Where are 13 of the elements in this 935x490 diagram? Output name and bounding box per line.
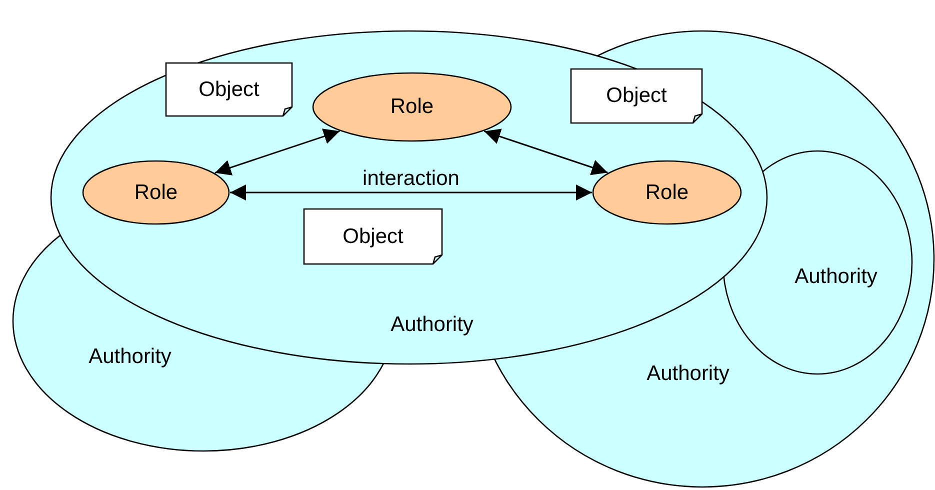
role-label: Role: [134, 180, 178, 204]
object-label: Object: [198, 78, 260, 102]
double-arrow: [214, 128, 340, 176]
role-label: Role: [645, 180, 689, 204]
object-label: Object: [342, 224, 404, 248]
authority-label: Authority: [88, 345, 172, 369]
double-arrow: [484, 128, 608, 176]
authority-label: Authority: [794, 265, 878, 289]
double-arrow: [230, 184, 592, 200]
role-label: Role: [390, 95, 434, 119]
authority-label: Authority: [646, 362, 730, 386]
authority-label: Authority: [390, 313, 474, 337]
object-label: Object: [606, 84, 667, 108]
